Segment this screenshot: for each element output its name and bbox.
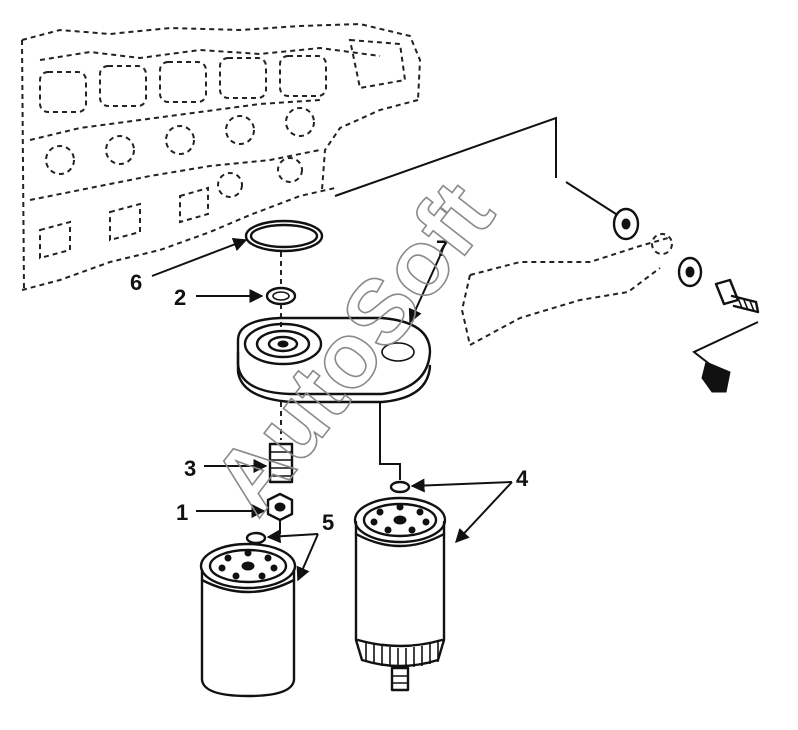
assembly-axis-right [379, 402, 401, 480]
leader-bracket-line [565, 181, 617, 215]
fuel-filter-cartridge-left [199, 542, 297, 698]
leader-4b [455, 481, 513, 544]
fastener-nut [701, 361, 731, 393]
filter-head-part-7 [236, 316, 432, 404]
mounting-bolt [714, 278, 760, 314]
threaded-adapter-part-3 [268, 442, 294, 484]
fuel-filter-cartridge-right [353, 496, 447, 692]
leader-engine-to-bracket [334, 116, 557, 197]
callout-1: 1 [176, 500, 188, 525]
washer-lower [677, 256, 703, 288]
leader-6 [151, 237, 248, 277]
gasket-part-4 [389, 480, 411, 494]
o-ring-part-2 [265, 286, 297, 306]
callout-2: 2 [174, 285, 186, 310]
washer-upper [612, 207, 640, 241]
callout-5: 5 [322, 510, 334, 535]
seal-ring-part-6 [244, 219, 324, 253]
callout-7: 7 [436, 236, 448, 261]
watermark-text: AutoSoft [193, 164, 512, 533]
callout-6: 6 [130, 270, 142, 295]
leader-bolt-line [692, 321, 759, 367]
leader-5b [296, 533, 319, 582]
nut-part-1 [266, 492, 294, 522]
callout-3: 3 [184, 456, 196, 481]
leader-5a [266, 529, 319, 544]
leader-7 [408, 255, 441, 324]
engine-block-outline [21, 22, 422, 291]
leader-4a [410, 478, 513, 493]
callout-4: 4 [516, 466, 529, 491]
gasket-part-5 [245, 531, 267, 545]
mounting-bracket [460, 233, 673, 346]
